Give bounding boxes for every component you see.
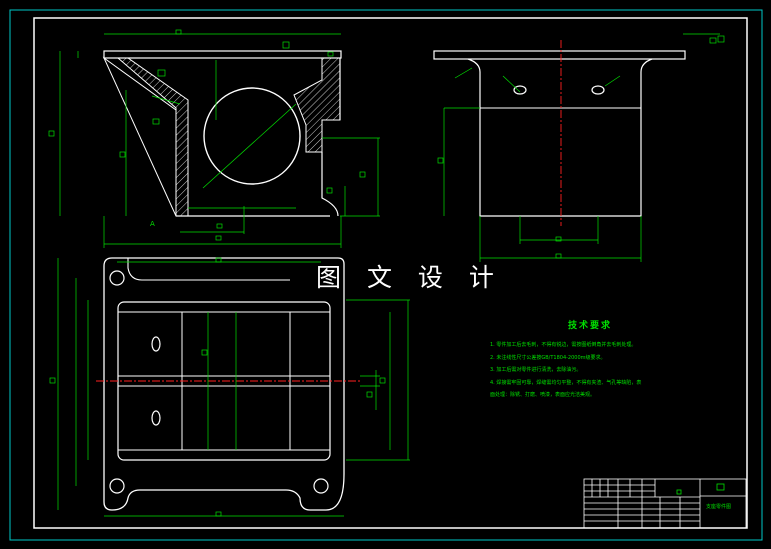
title-block — [583, 478, 747, 529]
svg-text:A: A — [150, 220, 155, 228]
drawing-name-label: 支座零件图 — [706, 504, 732, 510]
side-view — [433, 33, 725, 262]
note-line-2: 2. 未注线性尺寸公差按GB/T1804-2000m级要求。 — [490, 354, 606, 361]
note-line-5: 面处理：除锈、打磨、喷漆，表面应光洁美观。 — [490, 392, 596, 398]
note-line-3: 3. 加工后需对零件进行清洗，去除油污。 — [490, 367, 582, 373]
outer-frame — [9, 9, 763, 541]
inner-frame — [33, 17, 748, 529]
top-view — [49, 257, 410, 517]
front-view: A — [48, 29, 380, 248]
note-line-1: 1. 零件加工后去毛刺，不得有锐边，需按图纸倒角并去毛刺处理。 — [490, 342, 637, 348]
note-line-4: 4. 焊接需牢固可靠，焊缝需均匀平整，不得有夹渣、气孔等缺陷，表 — [490, 379, 642, 386]
watermark: 图 文 设 计 — [316, 263, 503, 292]
technical-requirements-title: 技术要求 — [567, 321, 612, 331]
technical-requirements: 技术要求 1. 零件加工后去毛刺，不得有锐边，需按图纸倒角并去毛刺处理。 2. … — [490, 318, 690, 402]
